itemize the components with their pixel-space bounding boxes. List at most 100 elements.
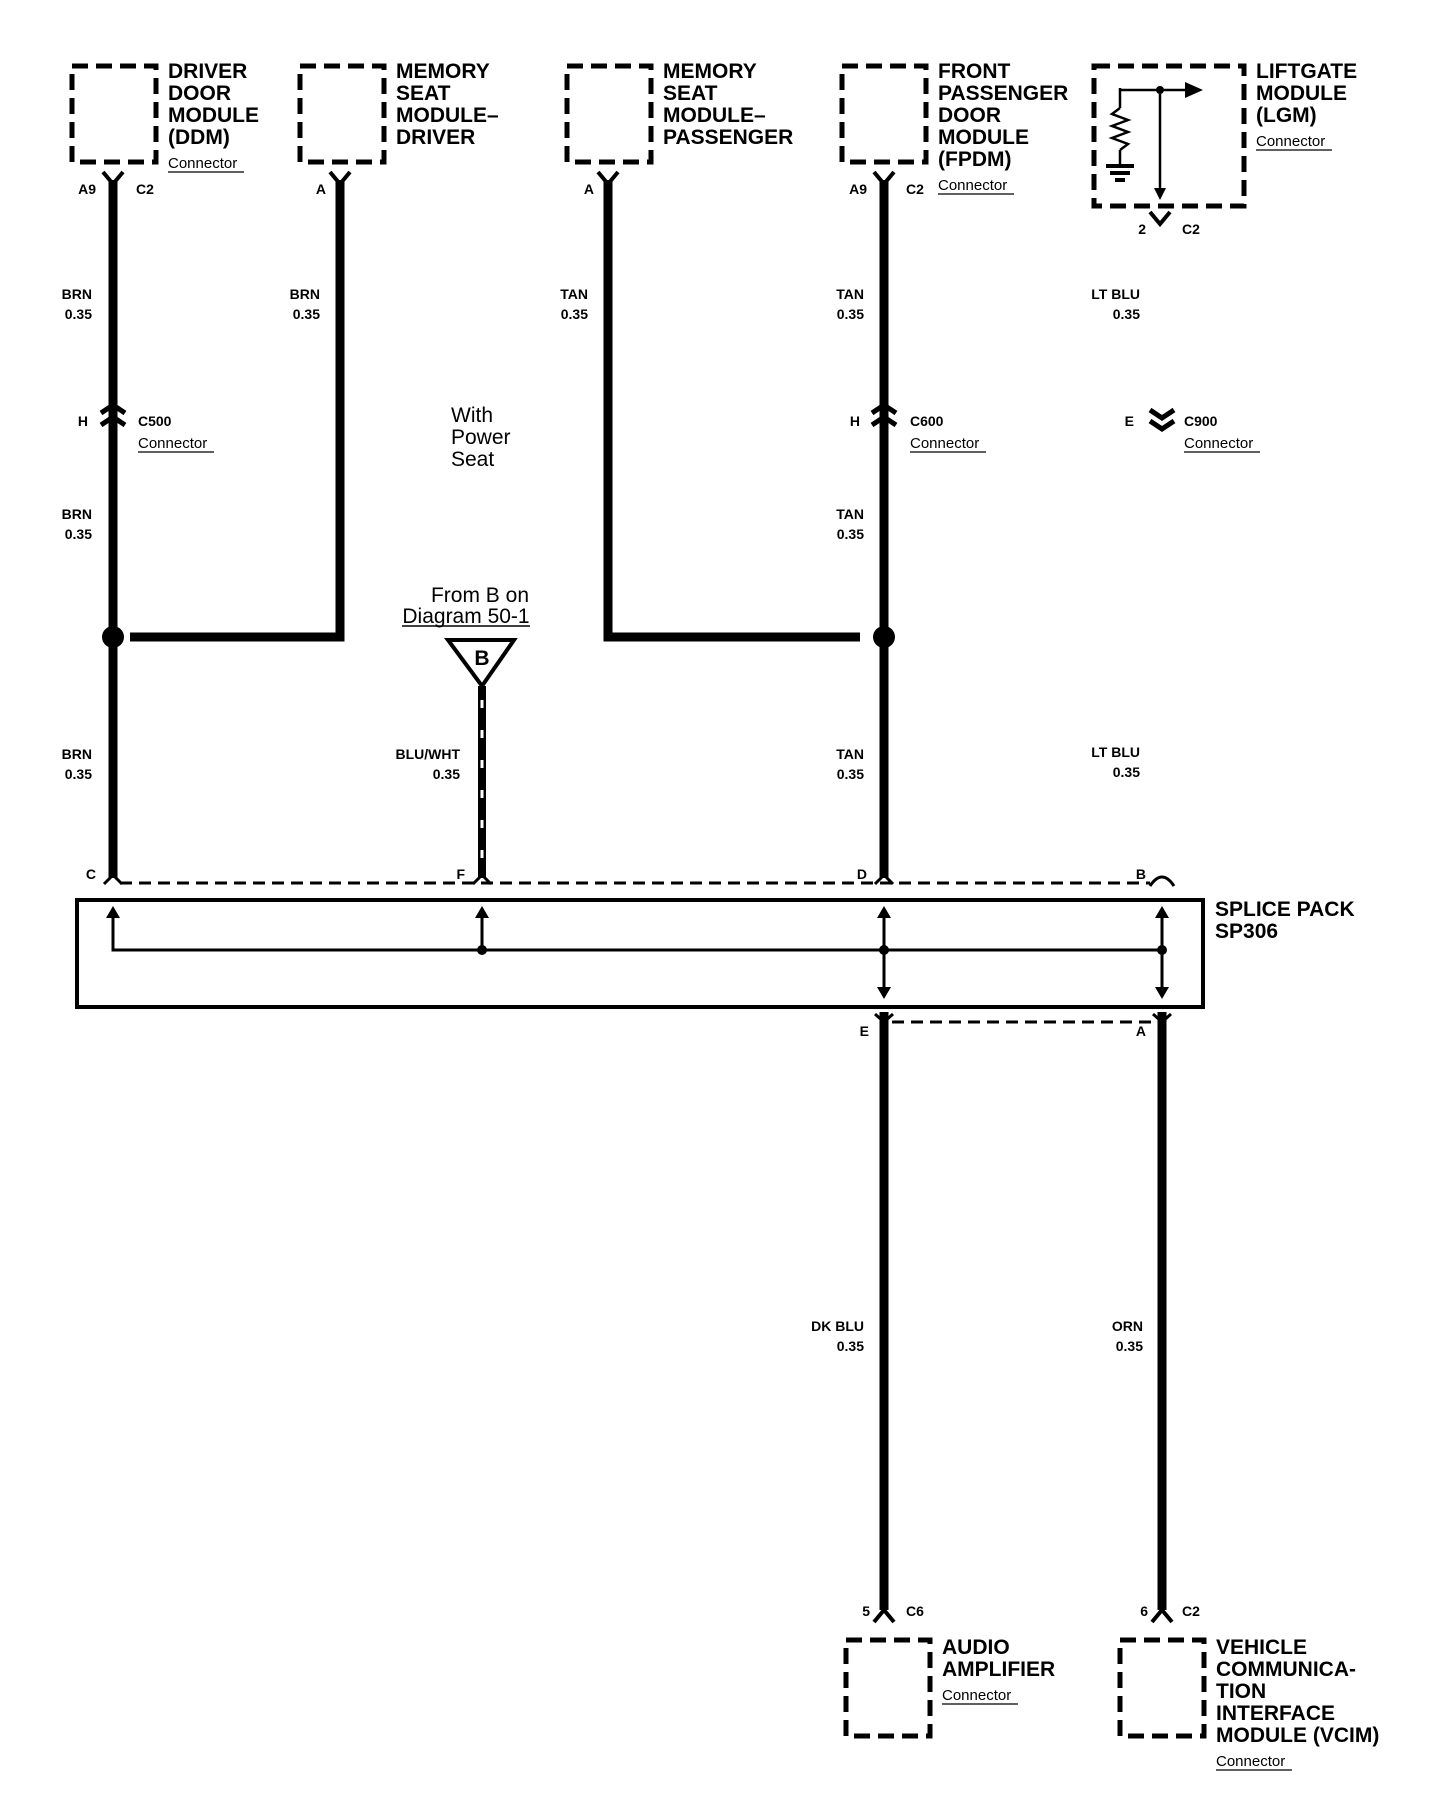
- msm-passenger-label: MEMORY SEAT MODULE– PASSENGER: [663, 60, 793, 149]
- offpage-b-triangle: [444, 638, 518, 690]
- amp-label: AUDIO AMPLIFIER: [942, 1636, 1055, 1681]
- fpdm-pin-label: A9: [849, 181, 867, 197]
- svg-text:With: With: [451, 404, 493, 427]
- svg-text:0.35: 0.35: [1113, 306, 1140, 322]
- wire-label-ddm-mid: BRN 0.35: [62, 506, 93, 542]
- svg-text:From B on: From B on: [431, 584, 529, 607]
- svg-text:TAN: TAN: [836, 746, 864, 762]
- svg-text:TAN: TAN: [836, 506, 864, 522]
- splice-pin-d: D: [857, 866, 867, 882]
- svg-text:BRN: BRN: [290, 286, 320, 302]
- wire-label-b-lower: LT BLU 0.35: [1091, 744, 1140, 780]
- c600-connector-icon: [870, 401, 898, 428]
- svg-text:MODULE–: MODULE–: [396, 104, 499, 127]
- c900-connector-icon: [1148, 407, 1176, 433]
- vcim-box: [1117, 1637, 1207, 1739]
- svg-text:VEHICLE: VEHICLE: [1216, 1636, 1307, 1659]
- vcim-connector-id: C2: [1182, 1603, 1200, 1619]
- wire-label-f-lower: BLU/WHT 0.35: [395, 746, 460, 782]
- vcim-connector-label: Connector: [1216, 1753, 1285, 1770]
- svg-text:Diagram 50-1: Diagram 50-1: [402, 605, 529, 628]
- svg-text:TAN: TAN: [560, 286, 588, 302]
- offpage-b-reference: From B on Diagram 50-1: [402, 584, 529, 628]
- c600-name: C600: [910, 413, 944, 429]
- splice-dot-fpdm: [873, 626, 895, 648]
- msm-passenger-terminal-icon: [596, 170, 620, 188]
- svg-text:INTERFACE: INTERFACE: [1216, 1702, 1335, 1725]
- svg-text:DRIVER: DRIVER: [168, 60, 247, 83]
- svg-text:(LGM): (LGM): [1256, 104, 1317, 127]
- msm-passenger-box: [564, 63, 654, 165]
- svg-text:BLU/WHT: BLU/WHT: [395, 746, 460, 762]
- amp-connector-id: C6: [906, 1603, 924, 1619]
- msm-passenger-pin-label: A: [584, 181, 594, 197]
- lgm-connector-id: C2: [1182, 221, 1200, 237]
- svg-text:0.35: 0.35: [433, 766, 460, 782]
- c500-name: C500: [138, 413, 172, 429]
- lgm-arrow-icon: [1185, 82, 1203, 98]
- lgm-junction-dot: [1156, 86, 1164, 94]
- svg-text:(FPDM): (FPDM): [938, 148, 1011, 171]
- msm-passenger-wire: [603, 180, 860, 642]
- svg-text:0.35: 0.35: [837, 1338, 864, 1354]
- msm-driver-terminal-icon: [328, 170, 352, 188]
- svg-text:LT BLU: LT BLU: [1091, 286, 1140, 302]
- svg-text:COMMUNICA-: COMMUNICA-: [1216, 1658, 1356, 1681]
- offpage-b-letter: B: [474, 647, 489, 670]
- fpdm-terminal-icon: [872, 170, 896, 188]
- fpdm-connector-id: C2: [906, 181, 924, 197]
- c500-pin-label: H: [78, 413, 88, 429]
- svg-text:0.35: 0.35: [65, 526, 92, 542]
- msm-driver-label: MEMORY SEAT MODULE– DRIVER: [396, 60, 499, 149]
- svg-text:SPLICE PACK: SPLICE PACK: [1215, 898, 1355, 921]
- splice-pin-e: E: [860, 1023, 869, 1039]
- lgm-pin-label: 2: [1138, 221, 1146, 237]
- splice-internal-dot: [879, 945, 889, 955]
- wire-label-a-out: ORN 0.35: [1112, 1318, 1143, 1354]
- svg-text:FRONT: FRONT: [938, 60, 1010, 83]
- amp-box: [843, 1637, 933, 1739]
- fpdm-connector-label: Connector: [938, 177, 1007, 194]
- svg-text:0.35: 0.35: [293, 306, 320, 322]
- wire-label-ddm-upper: BRN 0.35: [62, 286, 93, 322]
- ddm-terminal-icon: [101, 170, 125, 188]
- svg-text:MODULE: MODULE: [938, 126, 1029, 149]
- svg-text:0.35: 0.35: [837, 306, 864, 322]
- wire-label-fpdm-mid: TAN 0.35: [836, 506, 864, 542]
- svg-text:LT BLU: LT BLU: [1091, 744, 1140, 760]
- power-seat-note: With Power Seat: [451, 404, 511, 471]
- ddm-pin-label: A9: [78, 181, 96, 197]
- svg-text:BRN: BRN: [62, 506, 92, 522]
- svg-text:MEMORY: MEMORY: [396, 60, 490, 83]
- vcim-pin-label: 6: [1140, 1603, 1148, 1619]
- svg-text:ORN: ORN: [1112, 1318, 1143, 1334]
- splice-internal-dot: [477, 945, 487, 955]
- svg-text:0.35: 0.35: [65, 306, 92, 322]
- msm-driver-wire: [130, 180, 345, 642]
- c900-connector-label: Connector: [1184, 435, 1253, 452]
- msm-driver-pin-label: A: [316, 181, 326, 197]
- svg-text:MODULE: MODULE: [168, 104, 259, 127]
- svg-text:DRIVER: DRIVER: [396, 126, 475, 149]
- ddm-box: [69, 63, 159, 165]
- svg-text:BRN: BRN: [62, 286, 92, 302]
- svg-text:SP306: SP306: [1215, 920, 1278, 943]
- svg-text:MEMORY: MEMORY: [663, 60, 757, 83]
- svg-text:0.35: 0.35: [1116, 1338, 1143, 1354]
- svg-text:MODULE–: MODULE–: [663, 104, 766, 127]
- splice-internal-bus: [111, 910, 1162, 952]
- wire-label-msm-passenger: TAN 0.35: [560, 286, 588, 322]
- fpdm-label: FRONT PASSENGER DOOR MODULE (FPDM): [938, 60, 1068, 171]
- wire-label-d-lower: TAN 0.35: [836, 746, 864, 782]
- ddm-connector-label: Connector: [168, 155, 237, 172]
- lgm-label: LIFTGATE MODULE (LGM): [1256, 60, 1357, 127]
- msm-driver-box: [297, 63, 387, 165]
- splice-internal-dot: [1157, 945, 1167, 955]
- svg-text:0.35: 0.35: [65, 766, 92, 782]
- wire-label-msm-driver: BRN 0.35: [290, 286, 321, 322]
- svg-text:BRN: BRN: [62, 746, 92, 762]
- splice-pack-label: SPLICE PACK SP306: [1215, 898, 1355, 943]
- svg-text:0.35: 0.35: [837, 766, 864, 782]
- amp-pin-label: 5: [862, 1603, 870, 1619]
- svg-text:0.35: 0.35: [561, 306, 588, 322]
